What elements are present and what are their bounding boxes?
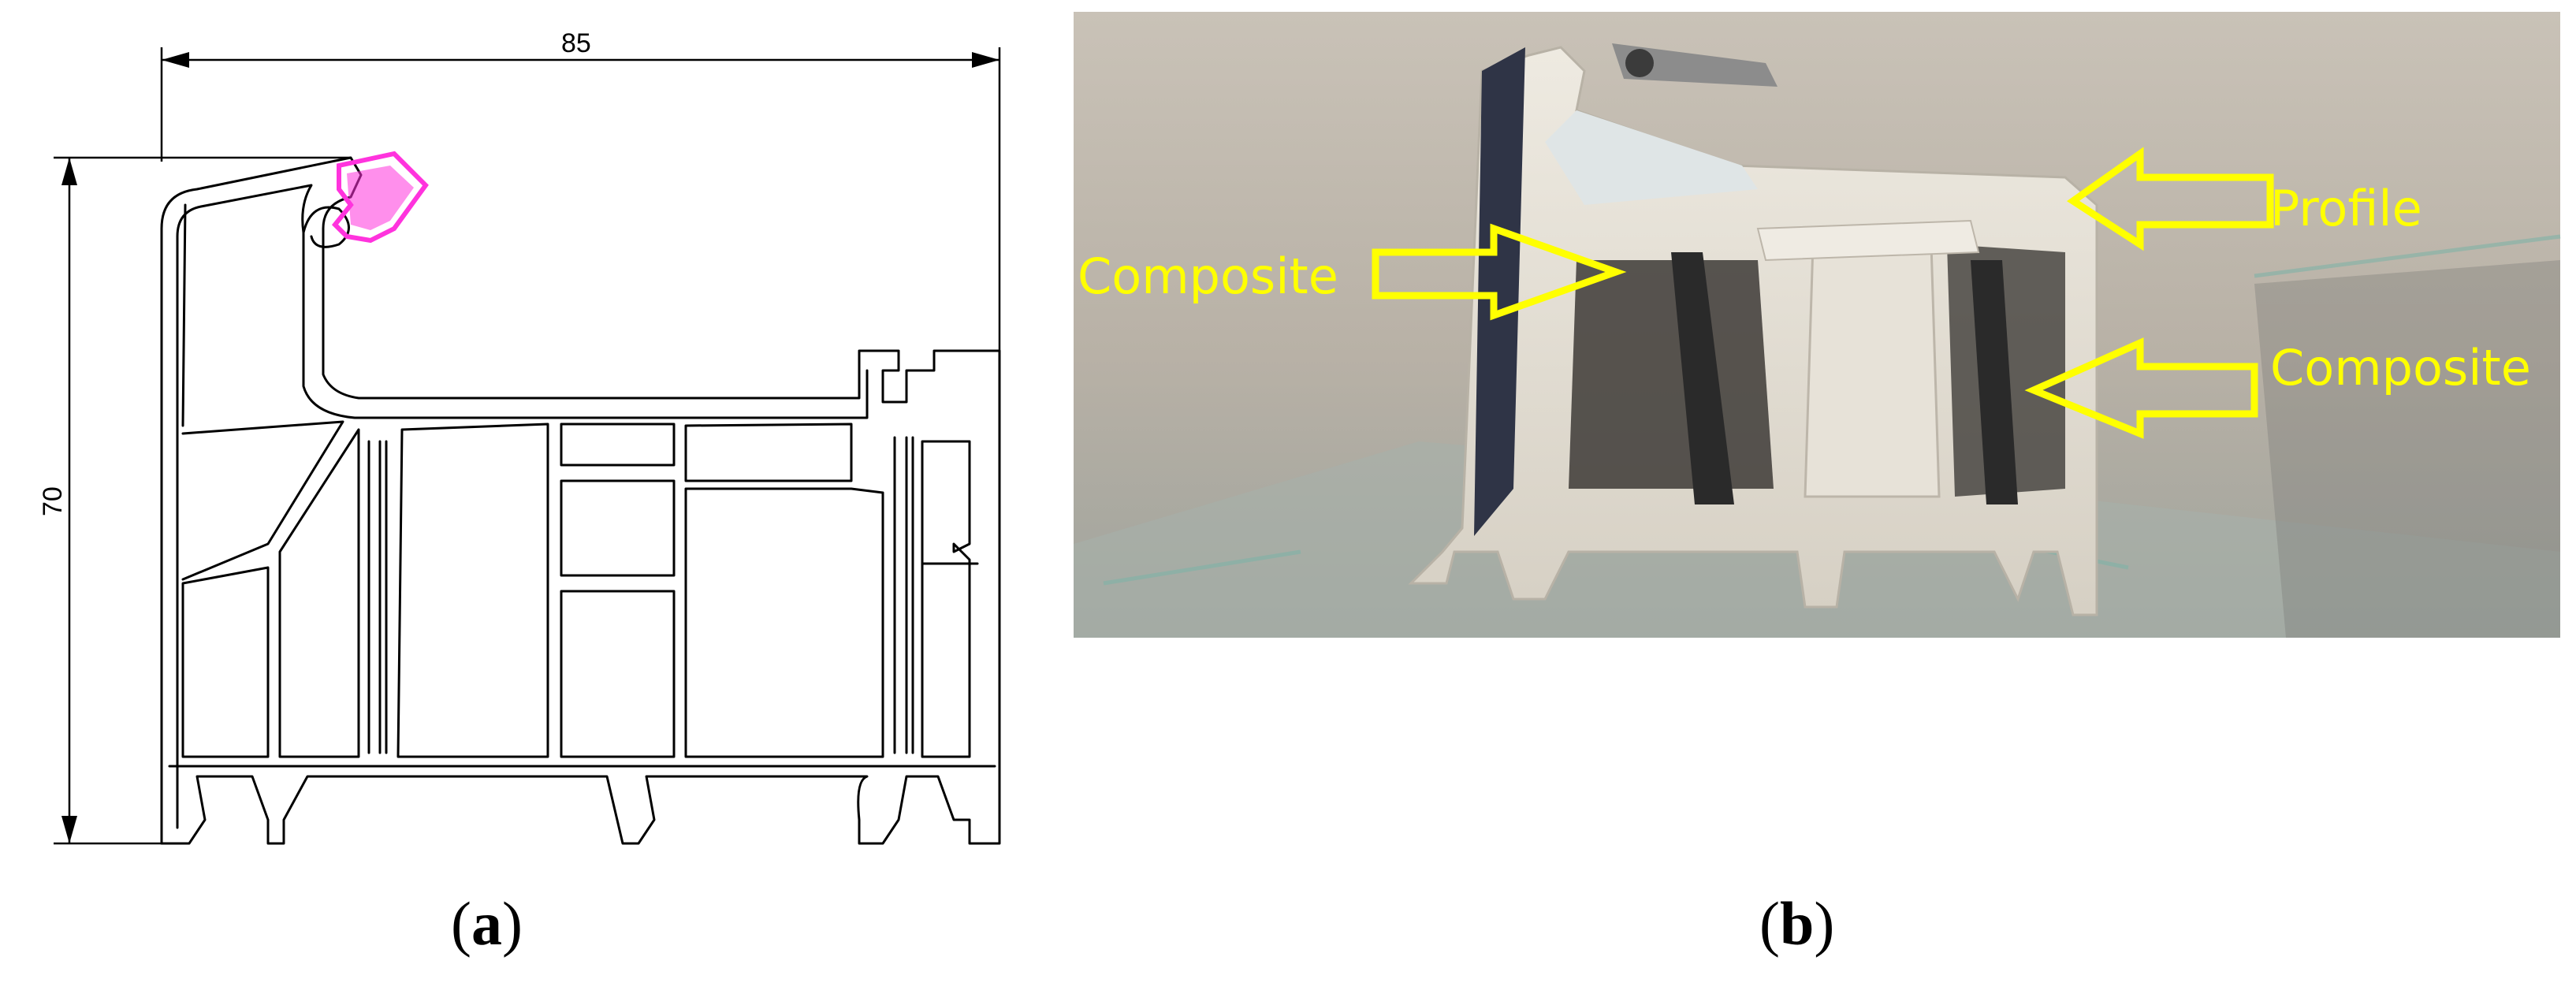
panel-label-a: (a) xyxy=(451,889,523,958)
height-dimension-value: 70 xyxy=(38,486,68,516)
width-dimension-value: 85 xyxy=(561,28,591,58)
arrow-composite-left xyxy=(1372,223,1627,321)
annotation-profile: Profile xyxy=(2270,180,2422,237)
arrow-composite-right xyxy=(2024,337,2258,439)
annotation-arrows xyxy=(1372,147,2274,439)
chambers xyxy=(168,203,996,768)
width-dimension: 85 xyxy=(160,28,1001,355)
cad-drawing: 85 70 xyxy=(38,28,1001,845)
profile-outline xyxy=(160,156,1001,845)
panel-label-b-letter: b xyxy=(1780,889,1814,958)
height-dimension: 70 xyxy=(38,156,351,845)
photo: Composite Profile Composite xyxy=(1074,12,2561,638)
panel-label-b-close: ) xyxy=(1814,889,1834,958)
annotation-composite-left: Composite xyxy=(1078,248,1338,305)
annotation-composite-right: Composite xyxy=(2270,339,2531,396)
panel-label-a-open: ( xyxy=(451,889,471,958)
arrow-profile xyxy=(2066,147,2274,251)
gasket xyxy=(331,151,429,244)
panel-label-b-open: ( xyxy=(1759,889,1780,958)
profile-photo xyxy=(1408,43,2098,616)
panel-label-a-letter: a xyxy=(471,889,502,958)
panel-label-b: (b) xyxy=(1759,889,1834,958)
panel-label-a-close: ) xyxy=(502,889,523,958)
